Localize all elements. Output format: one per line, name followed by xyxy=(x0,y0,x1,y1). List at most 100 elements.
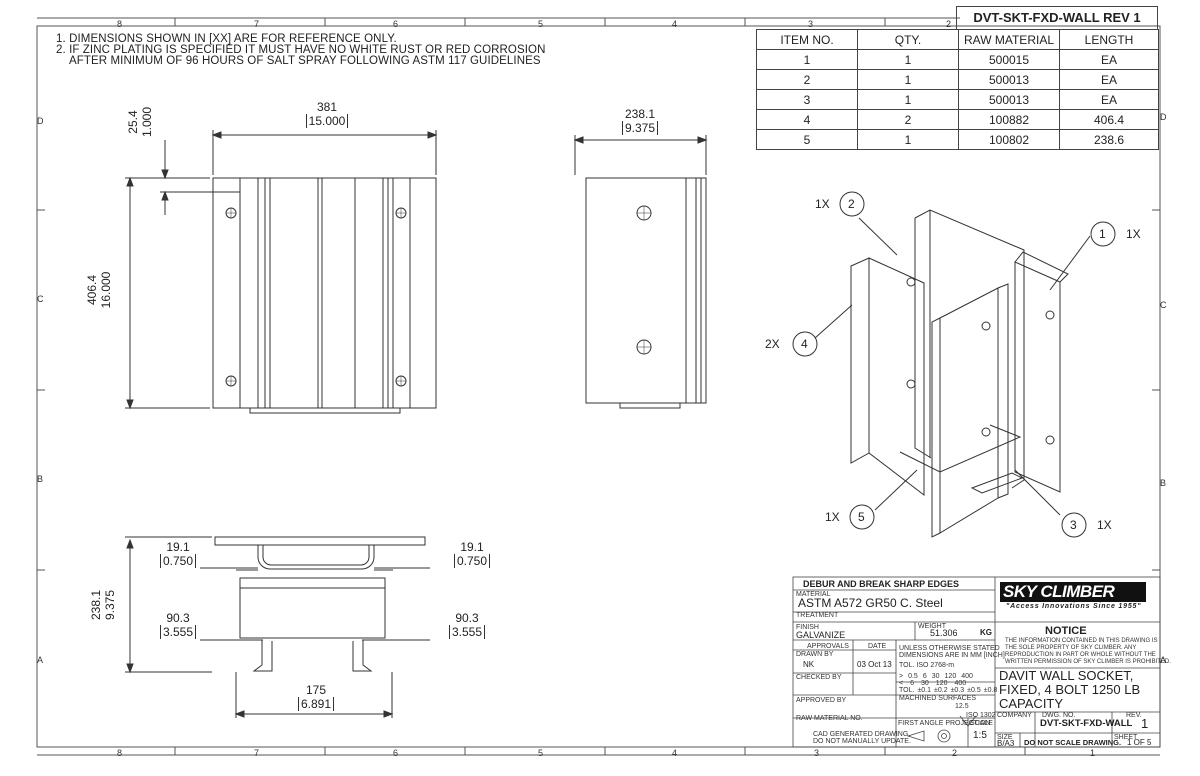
bom-header-row: ITEM NO. QTY. RAW MATERIAL LENGTH xyxy=(756,29,1159,50)
dim-plan-left-inner: 90.3 3.555 xyxy=(143,611,213,639)
dim-value-inch: 1.000 xyxy=(140,106,154,138)
bom-col-qty: QTY. xyxy=(857,29,959,50)
rev-value: 1 xyxy=(1141,716,1149,731)
approvals-label: APPROVALS xyxy=(807,643,849,650)
zone-col-4-bottom: 4 xyxy=(672,748,678,758)
dim-value-inch: 15.000 xyxy=(305,114,349,128)
inner-border xyxy=(36,25,1161,748)
sheet-label: SHEET xyxy=(1114,734,1138,741)
bom-cell: 1 xyxy=(857,89,959,110)
zone-row-c-right: C xyxy=(1160,300,1167,310)
dim-value: 238.1 xyxy=(89,589,103,621)
scale-label: SCALE xyxy=(970,720,993,727)
bom-cell: 1 xyxy=(857,69,959,90)
bom-cell: 1 xyxy=(857,129,959,150)
drawn-date: 03 Oct 13 xyxy=(857,660,892,669)
tol-cell: ±0.8 xyxy=(983,687,998,694)
debur-note: DEBUR AND BREAK SHARP EDGES xyxy=(803,579,960,589)
tol-cell: 6 xyxy=(910,680,914,687)
dim-plan-depth: 238.1 9.375 xyxy=(89,570,119,640)
unless-note-2: DIMENSIONS ARE IN MM [INCH] xyxy=(899,652,1005,659)
projection-label: FIRST ANGLE PROJECTION xyxy=(898,720,991,727)
treatment-label: TREATMENT xyxy=(796,612,839,619)
note-2: 2. IF ZINC PLATING IS SPECIFIED IT MUST … xyxy=(56,44,546,56)
iso-view xyxy=(792,191,1116,538)
checked-by-label: CHECKED BY xyxy=(796,674,842,681)
company-label: COMPANY xyxy=(997,712,1032,719)
logo-bar xyxy=(1000,582,1146,602)
dim-front-top: 25.4 1.000 xyxy=(126,87,156,157)
dwg-number: DVT-SKT-FXD-WALL xyxy=(1040,718,1133,729)
tol-cell: > xyxy=(899,673,904,680)
balloon-3-qty: 1X xyxy=(1097,518,1112,532)
dim-side-width: 238.1 9.375 xyxy=(605,107,675,135)
balloon-4-qty: 2X xyxy=(765,337,780,351)
balloon-1-number: 1 xyxy=(1099,227,1106,241)
bom-cell: 5 xyxy=(756,129,858,150)
bom-cell: 100802 xyxy=(958,129,1060,150)
note-2-cont: AFTER MINIMUM OF 96 HOURS OF SALT SPRAY … xyxy=(69,55,541,67)
zone-col-2-bottom: 2 xyxy=(952,748,958,758)
tol-cell: 400 xyxy=(954,680,967,687)
dim-plan-left-flange: 19.1 0.750 xyxy=(143,540,213,568)
notice-line-4: WRITTEN PERMISSION OF SKY CLIMBER IS PRO… xyxy=(1005,659,1171,665)
dim-value-inch: 9.375 xyxy=(621,121,659,135)
tol-cell: 30 xyxy=(931,673,940,680)
dim-value: 238.1 xyxy=(624,107,656,121)
bom-cell: EA xyxy=(1059,89,1159,110)
tol-cell: 0.5 xyxy=(908,673,918,680)
zone-col-7: 7 xyxy=(254,19,260,29)
dwg-no-label: DWG. NO. xyxy=(1042,712,1076,719)
balloon-2-number: 2 xyxy=(848,197,855,211)
bom-cell: 4 xyxy=(756,109,858,130)
machined-surfaces-label: MACHINED SURFACES xyxy=(899,695,977,702)
company-logo: SKY CLIMBER xyxy=(1003,582,1115,601)
zone-row-a-right: A xyxy=(1160,655,1167,665)
bom-col-length: LENGTH xyxy=(1059,29,1159,50)
doc-number-header: DVT-SKT-FXD-WALL REV 1 xyxy=(956,6,1158,30)
zone-col-6: 6 xyxy=(393,19,399,29)
tol-cell: ±0.1 xyxy=(917,687,932,694)
tol-cell: 120 xyxy=(944,673,957,680)
balloon-4-number: 4 xyxy=(801,337,808,351)
zone-row-c: C xyxy=(37,294,44,304)
bom-col-item: ITEM NO. xyxy=(756,29,858,50)
dim-value: 19.1 xyxy=(166,540,190,554)
weight-label: WEIGHT xyxy=(918,623,946,630)
material-value: ASTM A572 GR50 C. Steel xyxy=(798,596,943,610)
front-view xyxy=(125,130,438,414)
tol-label: TOL. xyxy=(899,687,915,694)
bom-cell: 1 xyxy=(756,49,858,70)
drawing-title-3: CAPACITY xyxy=(999,696,1064,711)
unless-note-1: UNLESS OTHERWISE STATED xyxy=(899,645,1000,652)
drawing-title-1: DAVIT WALL SOCKET, xyxy=(999,668,1134,683)
roughness-value: 12.5 xyxy=(955,703,969,710)
zone-col-5: 5 xyxy=(538,19,544,29)
bom-cell: 500013 xyxy=(958,89,1060,110)
bom-cell: 3 xyxy=(756,89,858,110)
tol-cell: < xyxy=(899,680,904,687)
balloon-5-qty: 1X xyxy=(825,510,840,524)
dim-plan-right-flange: 19.1 0.750 xyxy=(437,540,507,568)
tol-iso: TOL. ISO 2768-m xyxy=(899,662,955,669)
zone-col-7-bottom: 7 xyxy=(254,748,260,758)
bom-cell: 2 xyxy=(857,109,959,130)
title-block-lines xyxy=(792,576,1161,748)
zone-col-3: 3 xyxy=(808,19,814,29)
approved-by-label: APPROVED BY xyxy=(796,697,847,704)
zone-row-d-right: D xyxy=(1160,112,1167,122)
bom-col-raw-material: RAW MATERIAL xyxy=(958,29,1060,50)
balloon-1-qty: 1X xyxy=(1126,227,1141,241)
dim-value: 25.4 xyxy=(126,110,140,134)
tol-cell: ±0.5 xyxy=(967,687,981,694)
raw-material-no-label: RAW MATERIAL NO. xyxy=(796,715,863,722)
rev-label: REV. xyxy=(1126,712,1142,719)
dim-value-inch: 6.891 xyxy=(297,697,335,711)
